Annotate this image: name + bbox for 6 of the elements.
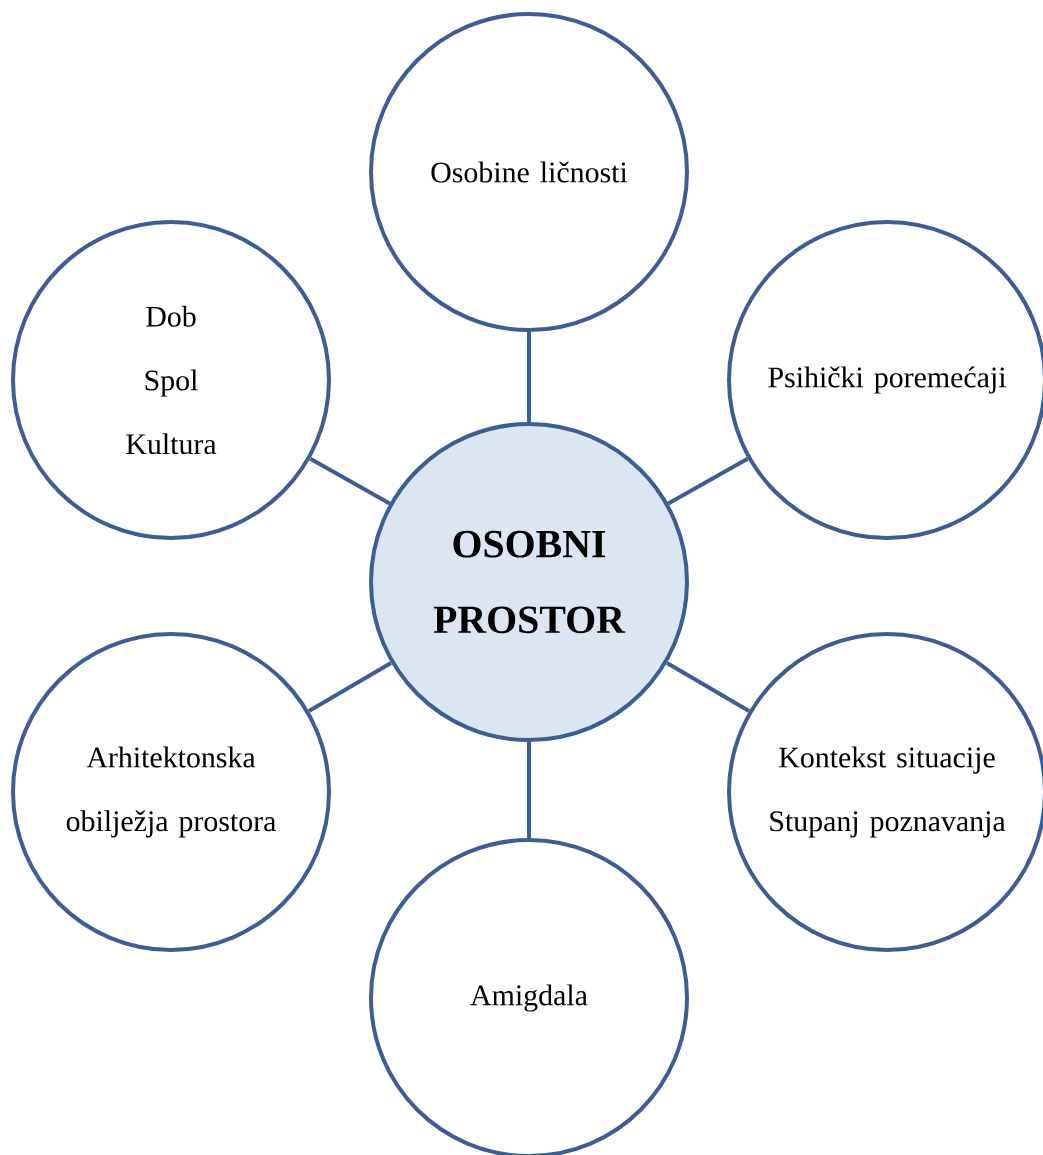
connector-line	[309, 456, 391, 506]
connector-line	[308, 661, 392, 713]
connector-line	[527, 332, 531, 422]
connector-line	[667, 456, 749, 506]
connector-line	[527, 742, 531, 838]
connector-line	[666, 661, 750, 713]
